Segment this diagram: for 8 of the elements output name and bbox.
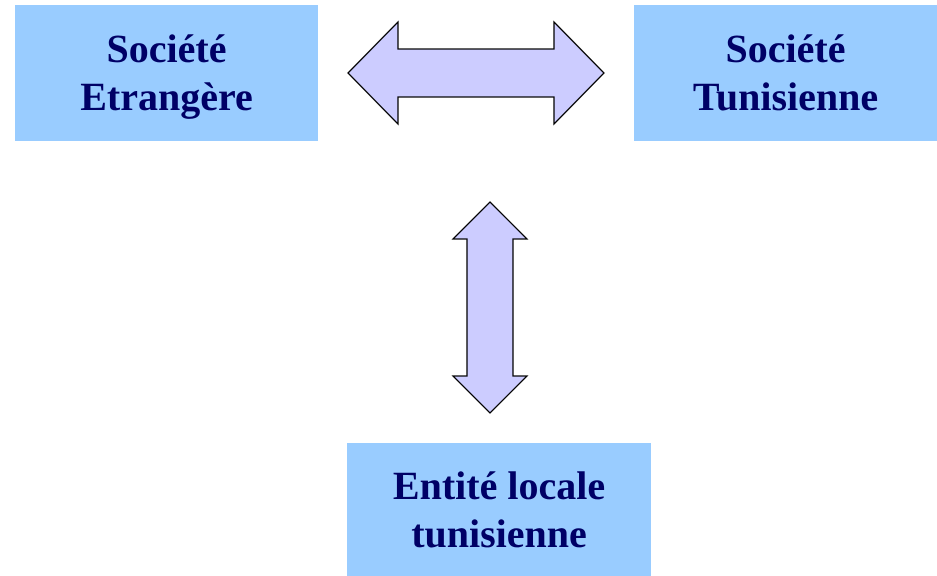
- entity-label: Société Tunisienne: [692, 25, 880, 121]
- entity-box: [347, 443, 651, 576]
- double-block-arrow: [451, 201, 529, 414]
- entity-label: Entité locale tunisienne: [392, 462, 606, 558]
- entity-label: Société Etrangère: [79, 25, 254, 121]
- entity-box: [634, 5, 937, 141]
- double-block-arrow: [347, 20, 605, 126]
- entity-box: [15, 5, 318, 141]
